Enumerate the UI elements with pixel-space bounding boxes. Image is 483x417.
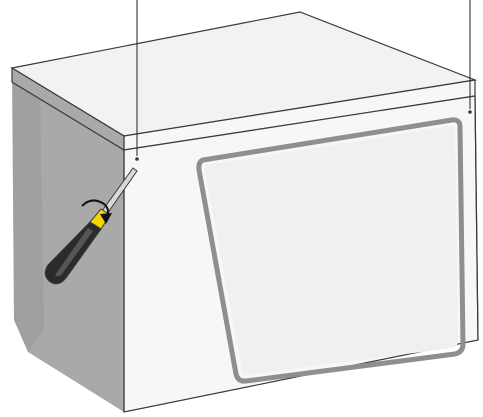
- front-panel-face: [204, 125, 458, 376]
- screw-icon: [135, 157, 139, 161]
- screwdriver-icon: [44, 167, 138, 285]
- rotation-arrow-icon: [81, 199, 112, 224]
- cabinet-side-shadow: [12, 68, 44, 352]
- cabinet-right-edge: [474, 95, 479, 341]
- screw-icon: [468, 110, 472, 114]
- cabinet-side-face: [12, 68, 124, 412]
- front-panel-groove: [196, 117, 466, 384]
